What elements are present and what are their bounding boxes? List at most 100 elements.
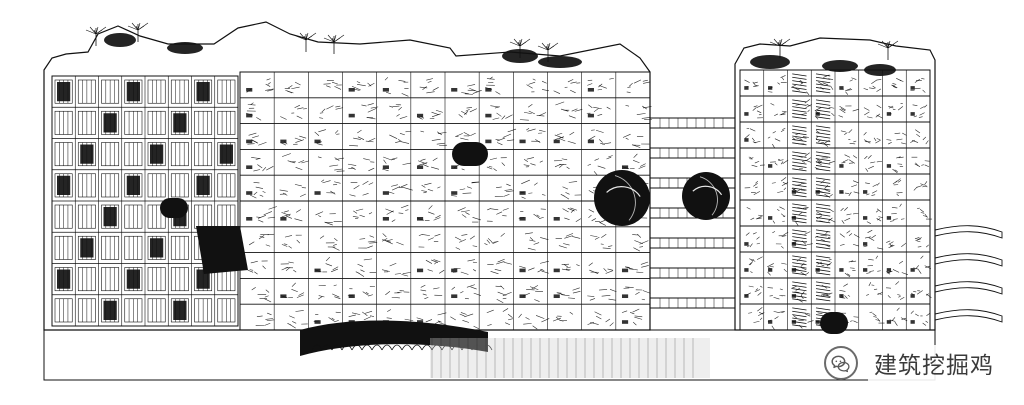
room-furniture-stroke [816, 211, 822, 215]
room-dark-object [744, 86, 749, 90]
stair-stripe [792, 220, 807, 224]
room-furniture-stroke [828, 161, 835, 164]
room-furniture-stroke [249, 194, 257, 199]
sphere-left [594, 170, 650, 226]
room-furniture-stroke [599, 222, 606, 226]
room-furniture-stroke [778, 159, 784, 162]
room-furniture-stroke [357, 84, 366, 87]
room-furniture-stroke [589, 298, 596, 301]
room-dark-object [621, 165, 629, 170]
room-furniture-stroke [434, 233, 441, 237]
room-furniture-stroke [841, 161, 846, 164]
room-furniture-stroke [748, 312, 753, 314]
room-furniture-stroke [461, 210, 470, 213]
room-furniture-stroke [467, 84, 476, 87]
room-furniture-stroke [794, 291, 800, 293]
room-furniture-stroke [435, 109, 443, 113]
room-furniture-stroke [588, 209, 595, 213]
stair-stripe [815, 165, 831, 168]
room-furniture-stroke [367, 103, 374, 106]
room-furniture-stroke [898, 296, 901, 298]
room-furniture-stroke [535, 139, 541, 143]
room-furniture-stroke [328, 317, 335, 322]
room-dark-object [416, 165, 424, 170]
right-building-block [739, 69, 933, 331]
room-furniture-stroke [533, 242, 540, 245]
room-furniture-stroke [279, 189, 288, 192]
room-furniture-stroke [895, 178, 901, 183]
room-furniture-stroke [570, 207, 578, 211]
room-furniture-stroke [422, 164, 429, 168]
room-furniture-stroke [851, 260, 857, 263]
room-furniture-stroke [757, 217, 762, 220]
room-furniture-stroke [896, 193, 899, 197]
room-furniture-stroke [844, 207, 848, 211]
room-furniture-stroke [774, 113, 779, 117]
room-furniture-stroke [758, 312, 765, 317]
room-furniture-stroke [924, 213, 928, 218]
stair-stripe [815, 161, 831, 165]
room-furniture-stroke [250, 260, 258, 264]
room-furniture-stroke [869, 87, 875, 89]
room-furniture-stroke [844, 132, 848, 136]
room-furniture-stroke [487, 238, 493, 243]
room-furniture-stroke [846, 89, 853, 91]
room-furniture-stroke [431, 138, 441, 141]
stair-stripe [815, 99, 831, 103]
room-furniture-stroke [267, 233, 275, 236]
room-furniture-stroke [461, 110, 467, 115]
room-furniture-stroke [451, 286, 456, 290]
room-furniture-stroke [386, 210, 394, 215]
watermark-text: 建筑挖掘鸡 [868, 344, 1000, 382]
room-furniture-stroke [757, 307, 763, 312]
room-furniture-stroke [362, 180, 369, 185]
room-furniture-stroke [401, 141, 410, 144]
tree-branch-5 [547, 42, 559, 51]
room-furniture-stroke [289, 315, 295, 319]
room-furniture-stroke [782, 159, 789, 165]
room-furniture-stroke [568, 115, 576, 119]
room-furniture-stroke [805, 207, 808, 209]
room-furniture-stroke [331, 317, 335, 321]
room-furniture-stroke [321, 179, 325, 182]
room-furniture-stroke [759, 285, 763, 288]
room-furniture-stroke [437, 320, 442, 323]
room-furniture-stroke [253, 191, 258, 196]
room-furniture-stroke [863, 107, 870, 111]
room-furniture-stroke [466, 186, 472, 189]
room-furniture-stroke [910, 310, 914, 314]
room-furniture-stroke [526, 157, 535, 160]
room-furniture-stroke [541, 270, 549, 274]
room-dark-object [246, 191, 253, 195]
room-furniture-stroke [425, 319, 433, 323]
room-dark-object [587, 87, 594, 92]
stair-stripe [792, 142, 807, 146]
room-furniture-stroke [922, 136, 927, 141]
room-furniture-stroke [817, 312, 823, 314]
room-furniture-stroke [367, 137, 376, 142]
room-furniture-stroke [639, 246, 644, 248]
room-furniture-stroke [886, 240, 891, 243]
room-dark-object [485, 113, 492, 118]
room-furniture-stroke [853, 155, 858, 159]
room-furniture-stroke [539, 129, 546, 133]
room-furniture-stroke [469, 235, 475, 240]
stair-stripe [792, 284, 807, 288]
room-furniture-stroke [642, 290, 651, 294]
room-furniture-stroke [779, 310, 786, 313]
room-furniture-stroke [436, 142, 445, 145]
room-furniture-stroke [845, 91, 849, 95]
room-dark-object [768, 164, 773, 168]
room-furniture-stroke [769, 266, 774, 268]
room-furniture-stroke [800, 262, 805, 267]
stair-stripe [815, 80, 831, 84]
room-furniture-stroke [462, 192, 472, 194]
room-dark-object [280, 139, 287, 144]
room-furniture-stroke [461, 168, 465, 171]
left-dark-pane [103, 207, 117, 227]
room-furniture-stroke [897, 179, 902, 183]
stair-stripe [792, 213, 807, 217]
room-furniture-stroke [287, 85, 293, 89]
room-furniture-stroke [265, 289, 270, 293]
room-furniture-stroke [605, 318, 611, 323]
